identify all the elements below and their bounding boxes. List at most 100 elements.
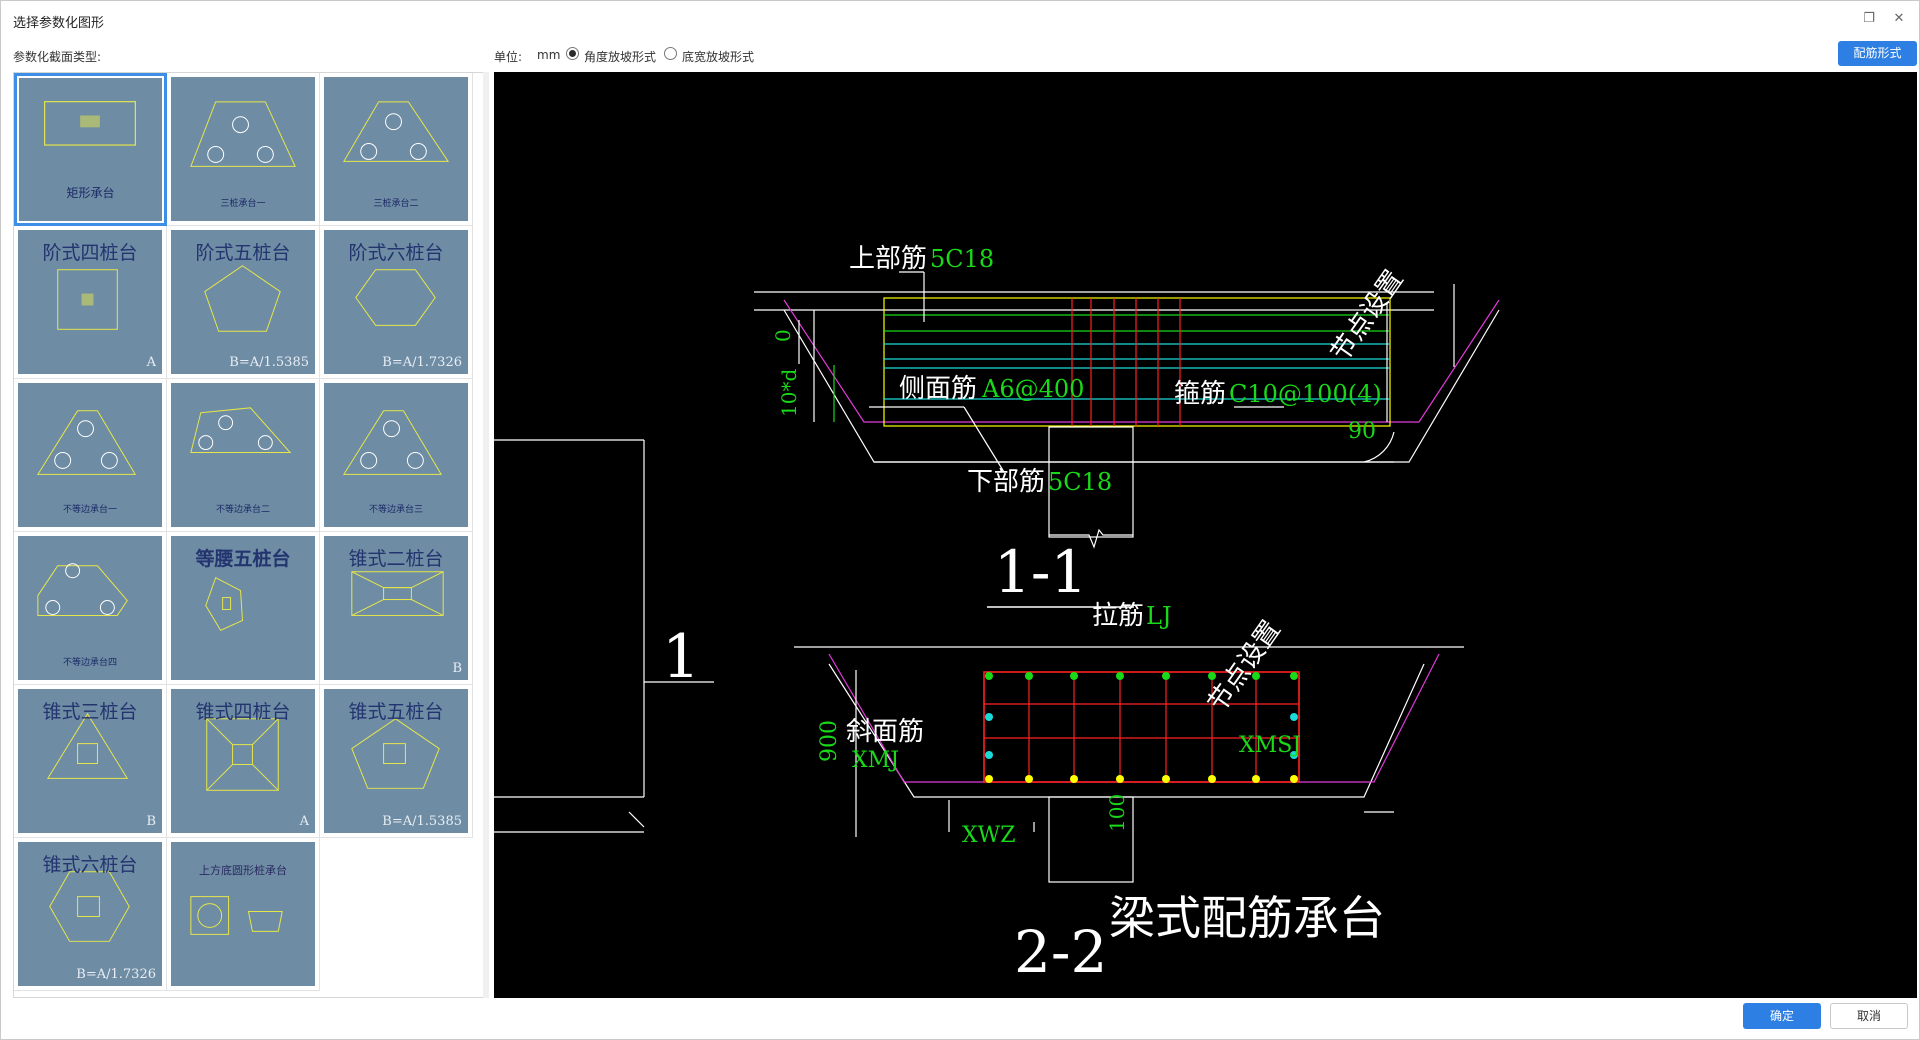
- thumbnail-shape: [44, 101, 136, 146]
- thumbnail-image: 矩形承台: [19, 78, 162, 221]
- thumbnail-image: 三桩承台一: [171, 77, 315, 221]
- thumbnail-image: 上方底圆形桩承台: [171, 842, 315, 986]
- thumbnail-shape: [49, 871, 130, 942]
- thumbnail-shape: [46, 712, 129, 779]
- thumbnail-formula: B=A/1.7326: [382, 355, 462, 370]
- thumbnail-caption: 三桩承台二: [373, 199, 419, 209]
- thumbnail-shape: [351, 571, 444, 616]
- thumbnail-formula: A: [299, 814, 309, 829]
- thumbnail-title: 阶式六桩台: [348, 242, 444, 264]
- side-rebar-label: 侧面筋: [899, 374, 977, 404]
- thumbnail-formula: B=A/1.7326: [76, 967, 156, 982]
- thumbnail-image: 锥式四桩台 A: [171, 689, 315, 833]
- xmsj-label: XMSJ: [1239, 733, 1301, 758]
- shape-thumbnail[interactable]: 不等边承台四: [14, 532, 167, 685]
- title-bar: 选择参数化图形 ❐ ✕: [1, 1, 1920, 37]
- thumbnail-caption: 不等边承台一: [62, 505, 117, 515]
- ok-button[interactable]: 确定: [1743, 1003, 1821, 1029]
- shape-thumbnail[interactable]: 阶式四桩台 A: [14, 226, 167, 379]
- thumbnail-formula: A: [146, 355, 156, 370]
- thumbnail-image: 阶式四桩台 A: [18, 230, 162, 374]
- thumbnail-image: 锥式三桩台 B: [18, 689, 162, 833]
- thumbnail-shape: [36, 410, 137, 475]
- thumbnail-shape: [190, 101, 296, 167]
- tie-value: LJ: [1146, 602, 1172, 630]
- gallery-scrollbar[interactable]: [483, 72, 489, 998]
- thumbnail-title: 锥式四桩台: [195, 701, 291, 723]
- thumbnail-title: 锥式二桩台: [348, 548, 444, 570]
- thumbnail-title: 锥式五桩台: [348, 701, 444, 723]
- side-rebar-value: A6@400: [981, 375, 1084, 403]
- shape-thumbnail[interactable]: 矩形承台: [14, 73, 167, 226]
- unit-label: 单位:: [494, 50, 523, 64]
- shape-thumbnail[interactable]: 锥式五桩台 B=A/1.5385: [320, 685, 473, 838]
- thumbnail-formula: B=A/1.5385: [382, 814, 462, 829]
- shape-thumbnail[interactable]: 锥式二桩台 B: [320, 532, 473, 685]
- shape-thumbnail[interactable]: 三桩承台一: [167, 73, 320, 226]
- shape-thumbnail[interactable]: 三桩承台二: [320, 73, 473, 226]
- radio-width-slope[interactable]: [664, 47, 677, 60]
- thumbnail-shape: [355, 269, 436, 326]
- thumbnail-image: 锥式六桩台 B=A/1.7326: [18, 842, 162, 986]
- radio-angle-slope[interactable]: [566, 47, 579, 60]
- preview-drawing: 上部筋 5C18 节点设置 0 10*d 侧面筋 A6@400 箍筋 C10@1…: [494, 244, 1500, 986]
- thumbnail-formula: B: [452, 661, 462, 676]
- thumbnail-title: 阶式五桩台: [195, 242, 291, 264]
- shape-thumbnail[interactable]: 不等边承台二: [167, 379, 320, 532]
- preview-caption: 梁式配筋承台: [1109, 891, 1385, 945]
- slope-rebar-label: 斜面筋: [846, 717, 924, 747]
- thumbnail-title: 等腰五桩台: [195, 548, 291, 570]
- section-1-title: 1-1: [994, 538, 1087, 606]
- shape-thumbnail[interactable]: 锥式三桩台 B: [14, 685, 167, 838]
- window-title: 选择参数化图形: [13, 16, 105, 31]
- section-type-label: 参数化截面类型:: [13, 50, 102, 64]
- shape-thumbnail[interactable]: 上方底圆形桩承台: [167, 838, 320, 991]
- thumbnail-caption: 不等边承台四: [62, 658, 117, 668]
- stirrup-value: C10@100(4): [1229, 380, 1382, 408]
- thumbnail-image: 阶式六桩台 B=A/1.7326: [324, 230, 468, 374]
- shape-thumbnail[interactable]: 锥式六桩台 B=A/1.7326: [14, 838, 167, 991]
- thumbnail-caption: 三桩承台一: [220, 199, 266, 209]
- thumbnail-image: 不等边承台四: [18, 536, 162, 680]
- thumbnail-shape: [204, 265, 281, 332]
- restore-icon[interactable]: ❐: [1863, 11, 1875, 26]
- thumbnail-title: 阶式四桩台: [42, 242, 138, 264]
- dim-900: 900: [817, 720, 842, 762]
- section-2-title: 2-2: [1014, 918, 1107, 986]
- radio-angle-slope-label[interactable]: 角度放坡形式: [584, 50, 657, 64]
- drawing-preview: 上部筋 5C18 节点设置 0 10*d 侧面筋 A6@400 箍筋 C10@1…: [494, 72, 1917, 998]
- thumbnail-shape: [190, 896, 283, 935]
- thumbnail-image: 锥式二桩台 B: [324, 536, 468, 680]
- shape-thumbnail[interactable]: 不等边承台三: [320, 379, 473, 532]
- top-rebar-value: 5C18: [930, 245, 994, 273]
- close-icon[interactable]: ✕: [1893, 11, 1905, 26]
- shape-thumbnail[interactable]: 等腰五桩台: [167, 532, 320, 685]
- thumbnail-formula: B: [146, 814, 156, 829]
- shape-thumbnail[interactable]: 不等边承台一: [14, 379, 167, 532]
- bottom-rebar-value: 5C18: [1048, 468, 1112, 496]
- thumbnail-title: 锥式三桩台: [42, 701, 138, 723]
- thumbnail-shape: [206, 718, 279, 791]
- thumbnail-shape: [190, 407, 292, 454]
- slope-rebar-value: XMJ: [852, 748, 899, 773]
- thumbnail-image: 锥式五桩台 B=A/1.5385: [324, 689, 468, 833]
- shape-thumbnail[interactable]: 阶式六桩台 B=A/1.7326: [320, 226, 473, 379]
- tie-label: 拉筋: [1092, 601, 1144, 631]
- thumbnail-image: 不等边承台一: [18, 383, 162, 527]
- thumbnail-image: 不等边承台二: [171, 383, 315, 527]
- radio-width-slope-label[interactable]: 底宽放坡形式: [682, 50, 755, 64]
- rebar-dots: [985, 672, 1298, 783]
- cancel-button[interactable]: 取消: [1830, 1003, 1908, 1029]
- rebar-form-button[interactable]: 配筋形式: [1838, 41, 1917, 66]
- thumbnail-caption: 不等边承台二: [215, 505, 270, 515]
- node-setting-label: 节点设置: [1325, 265, 1409, 367]
- shape-thumbnail[interactable]: 锥式四桩台 A: [167, 685, 320, 838]
- thumbnail-caption: 矩形承台: [66, 186, 115, 200]
- node-setting-label-2: 节点设置: [1203, 615, 1287, 717]
- thumbnail-title: 锥式六桩台: [42, 854, 138, 876]
- angle-value: 90: [1348, 419, 1376, 444]
